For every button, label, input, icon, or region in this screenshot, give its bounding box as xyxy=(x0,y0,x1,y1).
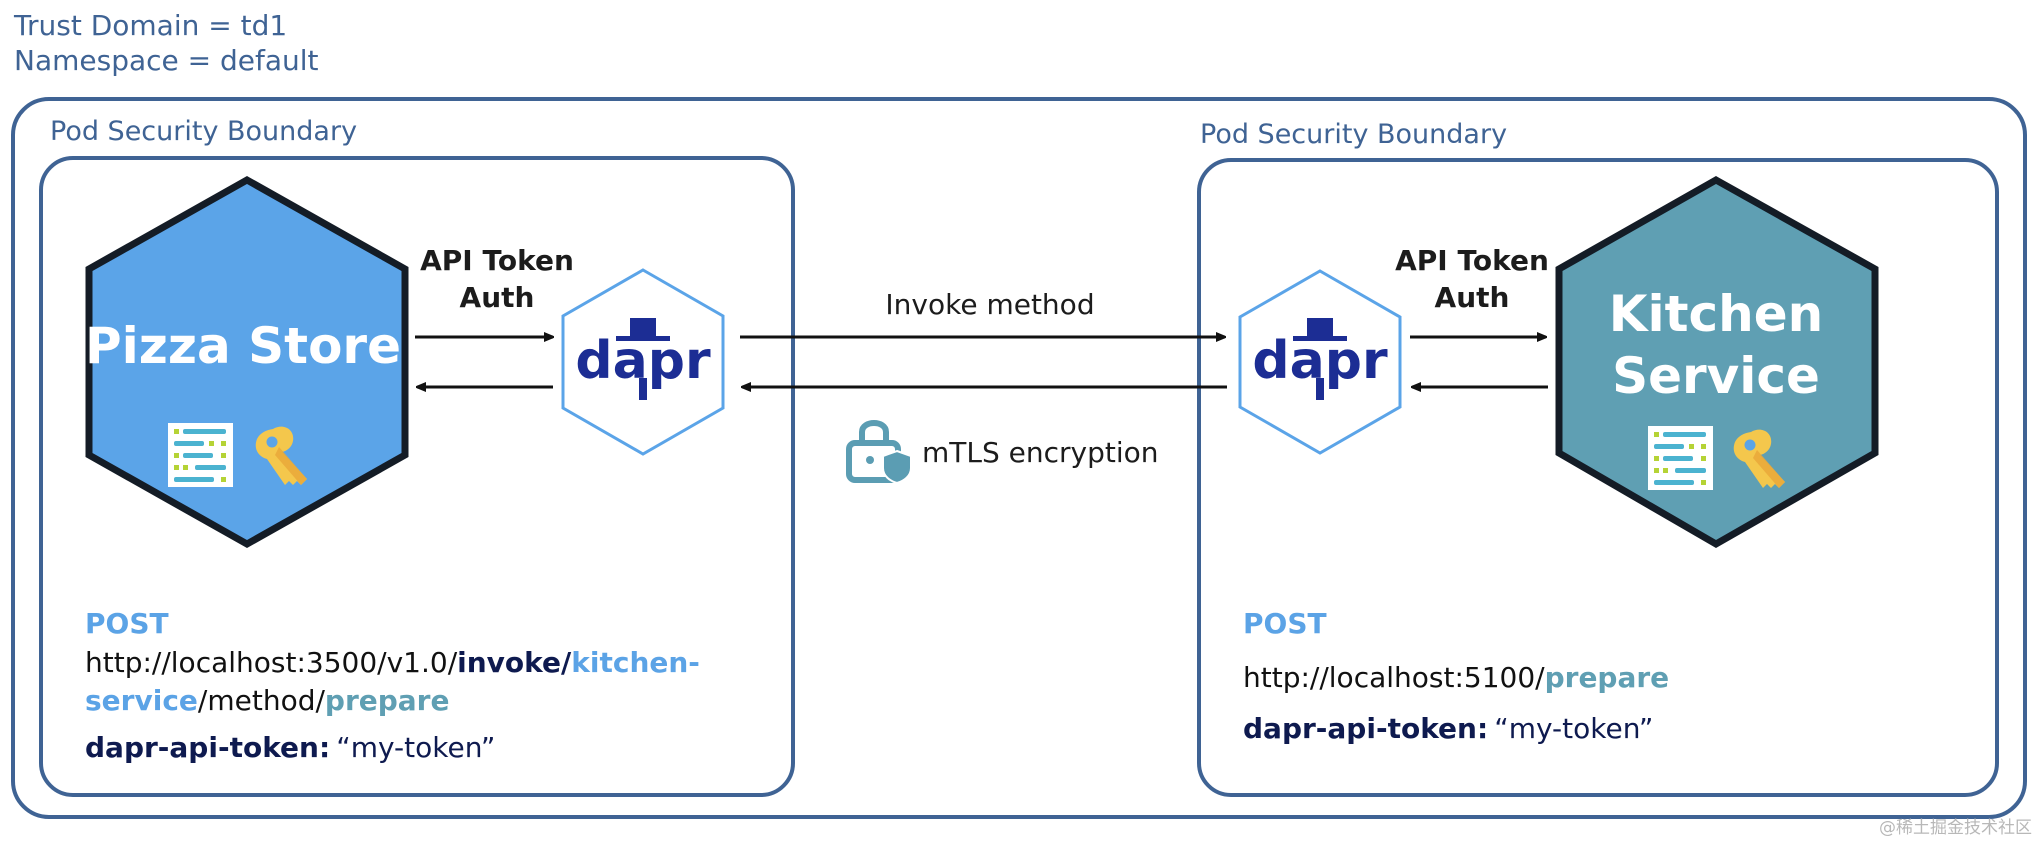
watermark-text: @稀土掘金技术社区 xyxy=(1879,818,2032,838)
pizza-store-title: Pizza Store xyxy=(85,317,401,375)
left-http-method: POST xyxy=(85,607,169,640)
left-dapr-hexagon xyxy=(561,268,725,456)
token-header-value: “my-token” xyxy=(1494,712,1653,745)
namespace-label: Namespace = default xyxy=(14,44,319,77)
url-base: http://localhost:5100/ xyxy=(1243,661,1545,694)
kitchen-service-hexagon xyxy=(1555,175,1879,549)
url-invoke: invoke xyxy=(457,646,561,679)
token-header-key: dapr-api-token: xyxy=(85,731,330,764)
url-method-name: prepare xyxy=(325,684,450,717)
dapr-logo-icon: dapr xyxy=(1252,318,1388,400)
token-header-key: dapr-api-token: xyxy=(1243,712,1488,745)
lock-shield-icon xyxy=(846,420,912,485)
left-token-header: dapr-api-token:“my-token” xyxy=(85,731,495,764)
url-method-name: prepare xyxy=(1545,661,1670,694)
url-app-id-part2: service xyxy=(85,684,198,717)
config-list-icon xyxy=(1648,426,1713,490)
right-auth-label-line2: Auth xyxy=(1435,281,1510,314)
url-base: http://localhost:3500/v1.0/ xyxy=(85,646,458,679)
pizza-store-service[interactable]: Pizza Store xyxy=(85,175,409,549)
right-dapr-hexagon xyxy=(1238,269,1402,455)
left-pod-boundary-label: Pod Security Boundary xyxy=(50,116,357,147)
left-request-url-line2: service/method/prepare xyxy=(85,684,449,717)
url-app-id-part1: kitchen- xyxy=(571,646,700,679)
config-list-icon xyxy=(168,423,233,487)
right-http-method: POST xyxy=(1243,607,1327,640)
left-pod-boundary xyxy=(39,156,795,797)
url-slash: / xyxy=(561,646,572,679)
right-pod-boundary xyxy=(1197,158,1999,797)
right-dapr-sidecar[interactable]: dapr xyxy=(1238,269,1402,455)
dapr-logo-icon: dapr xyxy=(575,318,711,400)
right-auth-label-line1: API Token xyxy=(1395,244,1549,277)
trust-domain-label: Trust Domain = td1 xyxy=(13,9,287,42)
left-auth-label-line1: API Token xyxy=(420,244,574,277)
left-auth-label-line2: Auth xyxy=(460,281,535,314)
right-pod-boundary-label: Pod Security Boundary xyxy=(1200,119,1507,150)
kitchen-service-title-line1: Kitchen xyxy=(1609,285,1824,343)
kitchen-service[interactable]: Kitchen Service xyxy=(1555,175,1879,549)
trust-domain-boundary xyxy=(11,97,2027,819)
token-header-value: “my-token” xyxy=(336,731,495,764)
right-token-header: dapr-api-token:“my-token” xyxy=(1243,712,1653,745)
mtls-encryption-label: mTLS encryption xyxy=(922,436,1159,469)
right-request-url: http://localhost:5100/prepare xyxy=(1243,661,1669,694)
invoke-method-label: Invoke method xyxy=(885,288,1094,321)
kitchen-service-title-line2: Service xyxy=(1612,347,1820,405)
left-dapr-sidecar[interactable]: dapr xyxy=(561,268,725,456)
left-request-url-line1: http://localhost:3500/v1.0/invoke/kitche… xyxy=(85,646,700,679)
url-method-path: /method/ xyxy=(198,684,326,717)
